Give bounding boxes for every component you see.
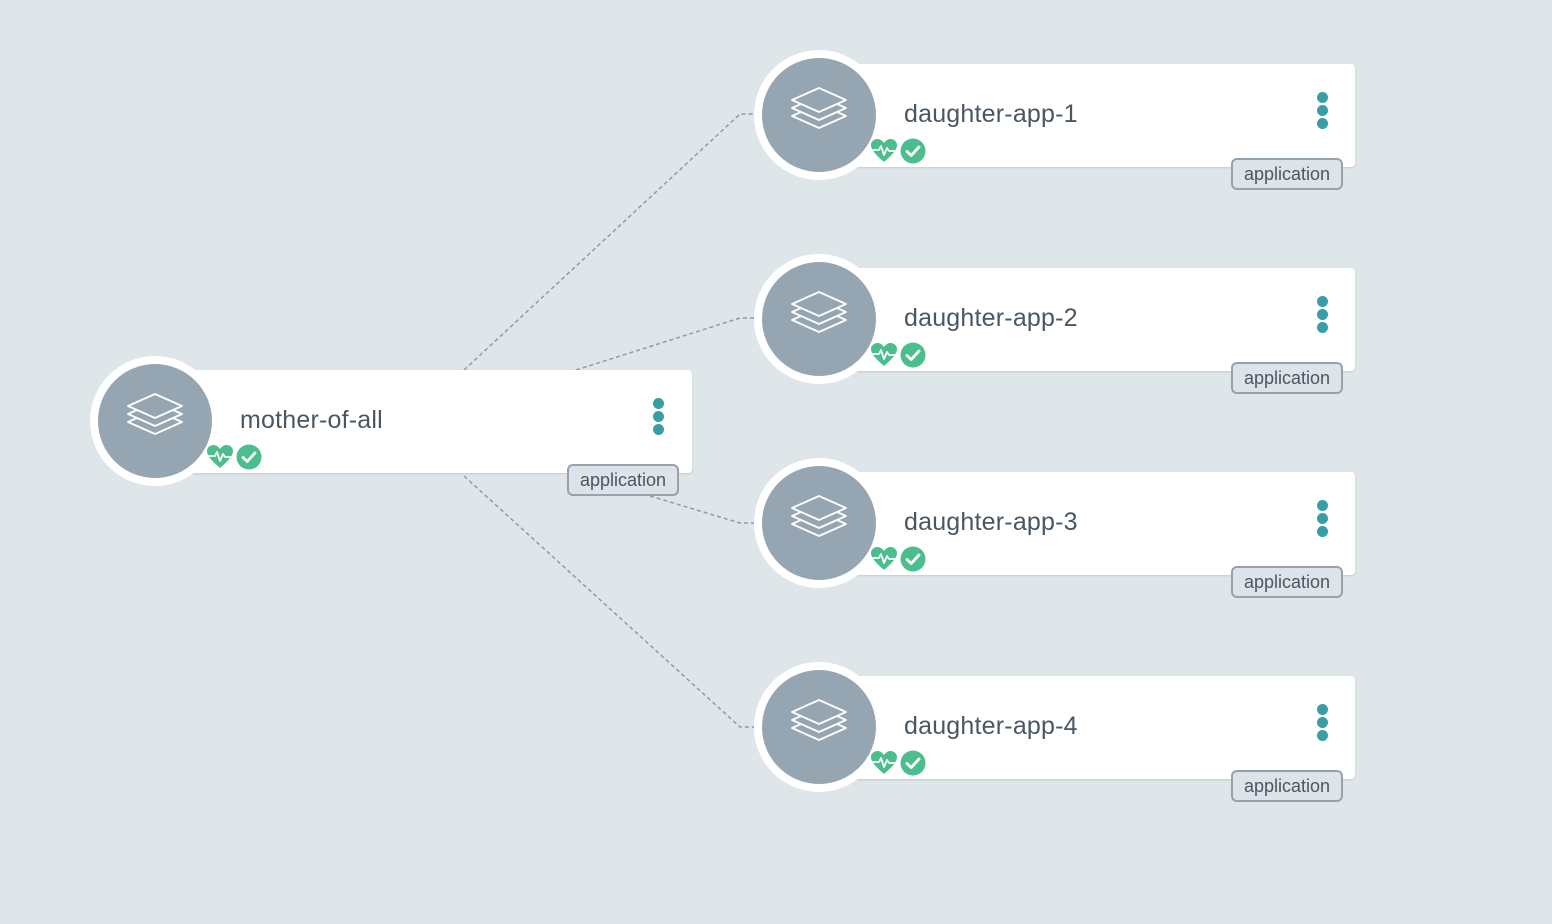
edge-mother-to-daughter-app-3 bbox=[649, 495, 754, 524]
kebab-dot-icon bbox=[1317, 92, 1328, 103]
node-actions-menu-button[interactable] bbox=[648, 398, 670, 444]
health-heart-icon bbox=[871, 343, 897, 366]
synced-check-icon bbox=[900, 342, 926, 368]
layers-icon bbox=[127, 393, 183, 435]
node-title[interactable]: daughter-app-4 bbox=[904, 712, 1078, 740]
node-actions-menu-button[interactable] bbox=[1312, 500, 1334, 546]
kebab-dot-icon bbox=[1317, 500, 1328, 511]
layers-icon bbox=[791, 87, 847, 129]
node-actions-menu-button[interactable] bbox=[1312, 704, 1334, 750]
health-heart-icon bbox=[207, 445, 233, 468]
node-title[interactable]: daughter-app-2 bbox=[904, 304, 1078, 332]
edge-mother-to-daughter-app-4 bbox=[463, 475, 754, 728]
kebab-dot-icon bbox=[653, 424, 664, 435]
kebab-dot-icon bbox=[1317, 322, 1328, 333]
node-status bbox=[870, 342, 926, 368]
node-icon-circle bbox=[762, 466, 876, 580]
layers-icon bbox=[791, 291, 847, 333]
health-heart-icon bbox=[871, 751, 897, 774]
node-icon-circle bbox=[98, 364, 212, 478]
synced-check-icon bbox=[236, 444, 262, 470]
node-status bbox=[206, 444, 262, 470]
edge-mother-to-daughter-app-1 bbox=[463, 113, 754, 371]
node-actions-menu-button[interactable] bbox=[1312, 92, 1334, 138]
node-icon-circle bbox=[762, 670, 876, 784]
kebab-dot-icon bbox=[1317, 105, 1328, 116]
layers-icon bbox=[791, 699, 847, 741]
node-status bbox=[870, 750, 926, 776]
kebab-dot-icon bbox=[1317, 730, 1328, 741]
edge-mother-to-daughter-app-2 bbox=[575, 317, 754, 371]
kebab-dot-icon bbox=[1317, 704, 1328, 715]
node-kind-badge: application bbox=[1231, 362, 1344, 394]
node-icon-ring bbox=[754, 662, 884, 792]
layers-icon bbox=[791, 495, 847, 537]
kebab-dot-icon bbox=[1317, 526, 1328, 537]
synced-check-icon bbox=[900, 138, 926, 164]
kebab-dot-icon bbox=[1317, 296, 1328, 307]
node-icon-ring bbox=[754, 458, 884, 588]
node-icon-circle bbox=[762, 58, 876, 172]
node-icon-circle bbox=[762, 262, 876, 376]
kebab-dot-icon bbox=[653, 398, 664, 409]
node-status bbox=[870, 138, 926, 164]
node-icon-ring bbox=[754, 50, 884, 180]
kebab-dot-icon bbox=[1317, 118, 1328, 129]
node-actions-menu-button[interactable] bbox=[1312, 296, 1334, 342]
node-kind-badge: application bbox=[1231, 566, 1344, 598]
node-title[interactable]: daughter-app-1 bbox=[904, 100, 1078, 128]
kebab-dot-icon bbox=[1317, 717, 1328, 728]
node-title[interactable]: mother-of-all bbox=[240, 406, 383, 434]
node-title[interactable]: daughter-app-3 bbox=[904, 508, 1078, 536]
kebab-dot-icon bbox=[1317, 513, 1328, 524]
health-heart-icon bbox=[871, 139, 897, 162]
node-kind-badge: application bbox=[1231, 158, 1344, 190]
health-heart-icon bbox=[871, 547, 897, 570]
node-icon-ring bbox=[90, 356, 220, 486]
kebab-dot-icon bbox=[653, 411, 664, 422]
synced-check-icon bbox=[900, 546, 926, 572]
kebab-dot-icon bbox=[1317, 309, 1328, 320]
node-status bbox=[870, 546, 926, 572]
synced-check-icon bbox=[900, 750, 926, 776]
node-kind-badge: application bbox=[1231, 770, 1344, 802]
node-icon-ring bbox=[754, 254, 884, 384]
node-kind-badge: application bbox=[567, 464, 680, 496]
